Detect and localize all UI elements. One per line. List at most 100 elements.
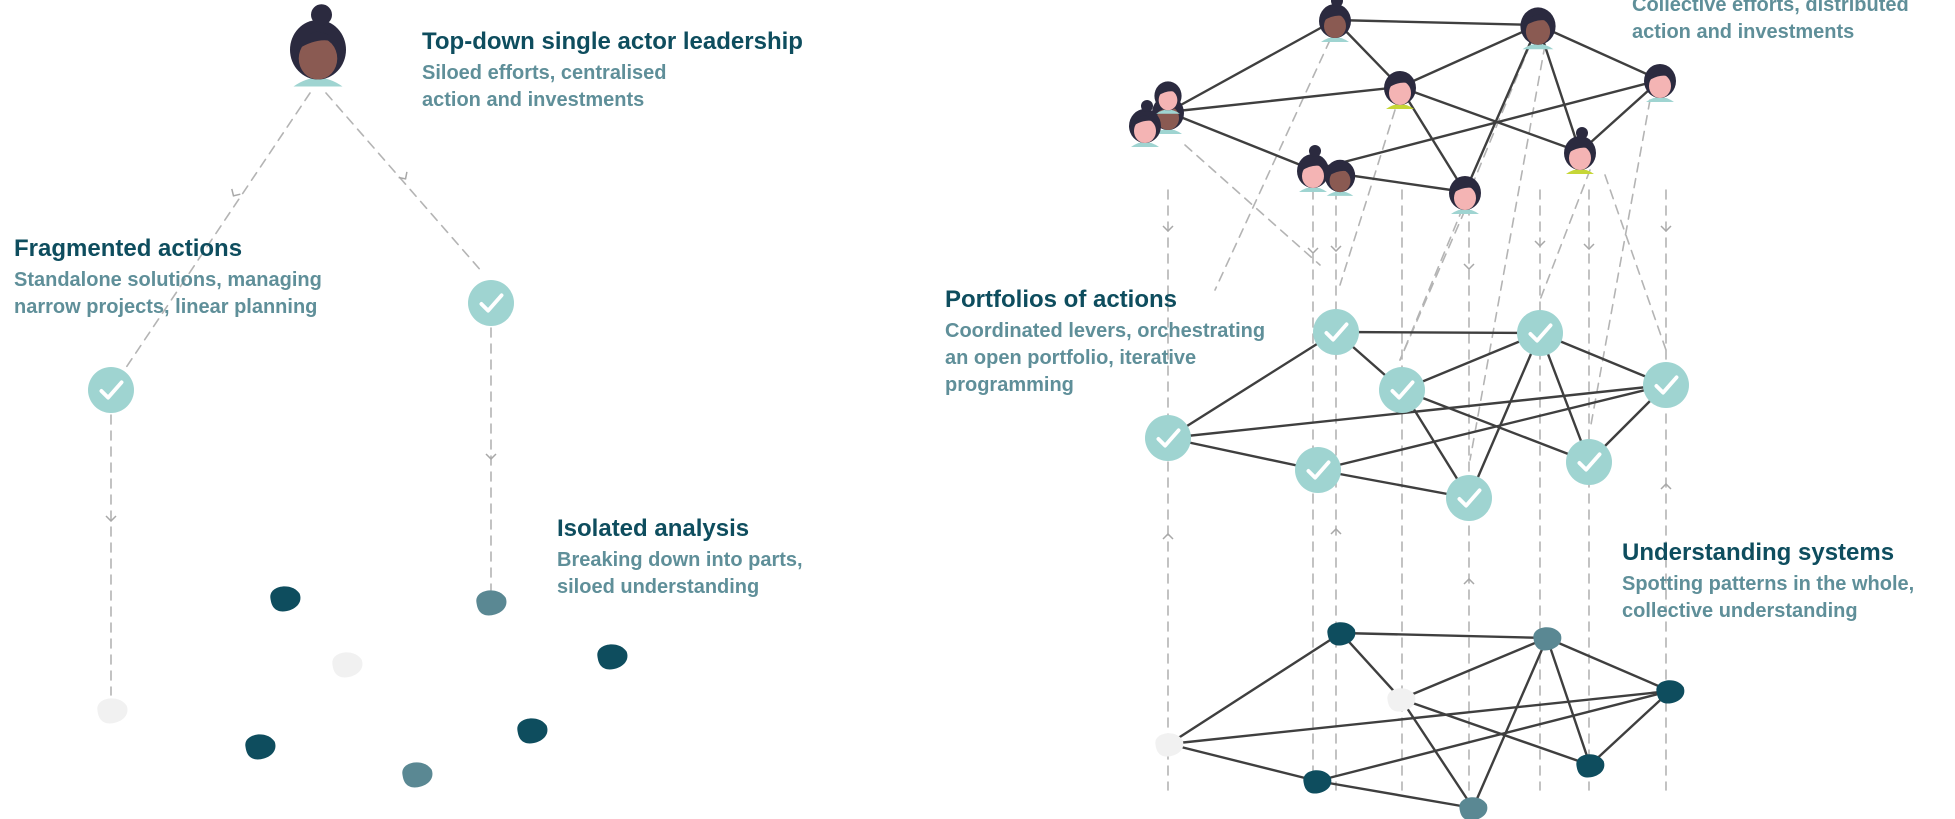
person-avatar-icon — [1644, 64, 1676, 102]
network-connector — [1398, 85, 1582, 154]
arrow-heads — [105, 171, 1672, 585]
left-leadership-subtitle: Siloed efforts, centralised action and i… — [422, 60, 803, 114]
network-connector — [1166, 436, 1320, 472]
arrow-head — [397, 171, 411, 183]
network-connector — [1166, 383, 1668, 440]
dashed-connector — [110, 92, 311, 391]
right-actions-title: Portfolios of actions — [945, 286, 1178, 313]
analysis-blob-icon — [1327, 622, 1356, 646]
network-connector — [1399, 636, 1549, 701]
check-circle-icon — [1446, 475, 1492, 521]
arrow-head — [1307, 247, 1319, 254]
network-connector — [1463, 23, 1540, 194]
network-connector — [1166, 330, 1338, 440]
analysis-blob-icon — [245, 734, 276, 760]
analysis-blob-icon — [1576, 754, 1605, 778]
person-avatar-icon — [1384, 71, 1416, 109]
analysis-blob-icon — [1533, 627, 1562, 651]
analysis-blob-icon — [402, 762, 433, 788]
network-connector — [1334, 330, 1542, 335]
right-analysis-title: Understanding systems — [1622, 539, 1895, 566]
check-circle-icon — [1379, 367, 1425, 413]
analysis-blob-icon — [476, 590, 507, 616]
left-actions-label: Fragmented actions Standalone solutions,… — [14, 234, 322, 321]
person-avatar-icon — [1324, 159, 1356, 196]
person-avatar-icon — [1449, 176, 1481, 214]
diagram-nodes — [88, 0, 1689, 819]
person-avatar-icon — [1319, 0, 1351, 42]
dashed-connector — [1399, 209, 1466, 361]
dashed-connector — [1469, 44, 1546, 461]
subtitle-line: Collective efforts, distributed — [1632, 0, 1909, 16]
subtitle-line: Siloed efforts, centralised — [422, 62, 667, 84]
network-connector — [1166, 85, 1402, 114]
network-connector — [1167, 689, 1672, 746]
network-connectors — [1166, 18, 1672, 810]
left-analysis-label: Isolated analysis Breaking down into par… — [557, 514, 803, 601]
analysis-blob-icon — [1303, 770, 1332, 794]
analysis-blob-icon — [517, 718, 548, 744]
network-connector — [1536, 23, 1582, 154]
right-actions-label: Portfolios of actions Coordinated levers… — [945, 285, 1265, 399]
check-circle-icon — [1517, 310, 1563, 356]
person-avatar-icon — [290, 4, 346, 87]
right-leadership-label: Collective efforts, distributed action a… — [1632, 0, 1909, 46]
network-connector — [1467, 331, 1542, 500]
arrow-head — [228, 188, 242, 200]
network-connector — [1315, 779, 1475, 810]
subtitle-line: Breaking down into parts, — [557, 549, 803, 571]
subtitle-line: an open portfolio, iterative — [945, 347, 1197, 369]
subtitle-line: Spotting patterns in the whole, — [1622, 573, 1915, 595]
left-actions-title: Fragmented actions — [14, 235, 243, 262]
network-connector — [1316, 468, 1471, 500]
person-avatar-icon — [1129, 100, 1161, 147]
dashed-connector — [1589, 99, 1651, 431]
network-connector — [1578, 78, 1662, 154]
subtitle-line: action and investments — [1632, 21, 1855, 43]
right-analysis-label: Understanding systems Spotting patterns … — [1622, 538, 1914, 625]
analysis-blob-icon — [1459, 797, 1488, 819]
network-connector — [1167, 742, 1319, 783]
analysis-blob-icon — [332, 652, 363, 678]
check-circle-icon — [1295, 447, 1341, 493]
analysis-blob-icon — [1387, 688, 1416, 712]
subtitle-line: collective understanding — [1622, 600, 1858, 622]
subtitle-line: programming — [945, 374, 1074, 396]
network-connector — [1311, 78, 1662, 172]
subtitle-line: siloed understanding — [557, 576, 760, 598]
check-circle-icon — [468, 280, 514, 326]
dashed-connector — [1214, 39, 1331, 291]
analysis-blob-icon — [1155, 733, 1184, 757]
network-connector — [1400, 331, 1542, 392]
analysis-blob-icon — [270, 586, 301, 612]
analysis-blob-icon — [1656, 680, 1685, 704]
network-connector — [1588, 689, 1672, 767]
analysis-blob-icon — [597, 644, 628, 670]
dashed-connectors — [110, 39, 1667, 791]
left-leadership-title: Top-down single actor leadership — [422, 28, 803, 55]
dashed-connector — [1539, 169, 1591, 301]
person-avatar-icon — [1564, 127, 1596, 174]
left-analysis-title: Isolated analysis — [557, 515, 750, 542]
network-connector — [1315, 689, 1672, 783]
analysis-blob-icon — [97, 698, 128, 724]
check-circle-icon — [88, 367, 134, 413]
person-avatar-icon — [1297, 145, 1329, 192]
network-connector — [1166, 18, 1337, 114]
network-connector — [1399, 697, 1592, 767]
dashed-connector — [325, 92, 484, 274]
check-circle-icon — [1313, 309, 1359, 355]
check-circle-icon — [1643, 362, 1689, 408]
subtitle-line: narrow projects, linear planning — [14, 296, 318, 318]
network-connector — [1398, 23, 1540, 89]
network-connector — [1333, 18, 1540, 27]
network-connector — [1316, 383, 1668, 472]
arrow-head — [1463, 263, 1475, 270]
subtitle-line: Standalone solutions, managing — [14, 269, 322, 291]
subtitle-line: action and investments — [422, 89, 645, 111]
check-circle-icon — [1566, 439, 1612, 485]
person-avatar-icon — [1520, 7, 1556, 50]
right-analysis-subtitle: Spotting patterns in the whole, collecti… — [1622, 571, 1914, 625]
network-connector — [1166, 110, 1315, 172]
